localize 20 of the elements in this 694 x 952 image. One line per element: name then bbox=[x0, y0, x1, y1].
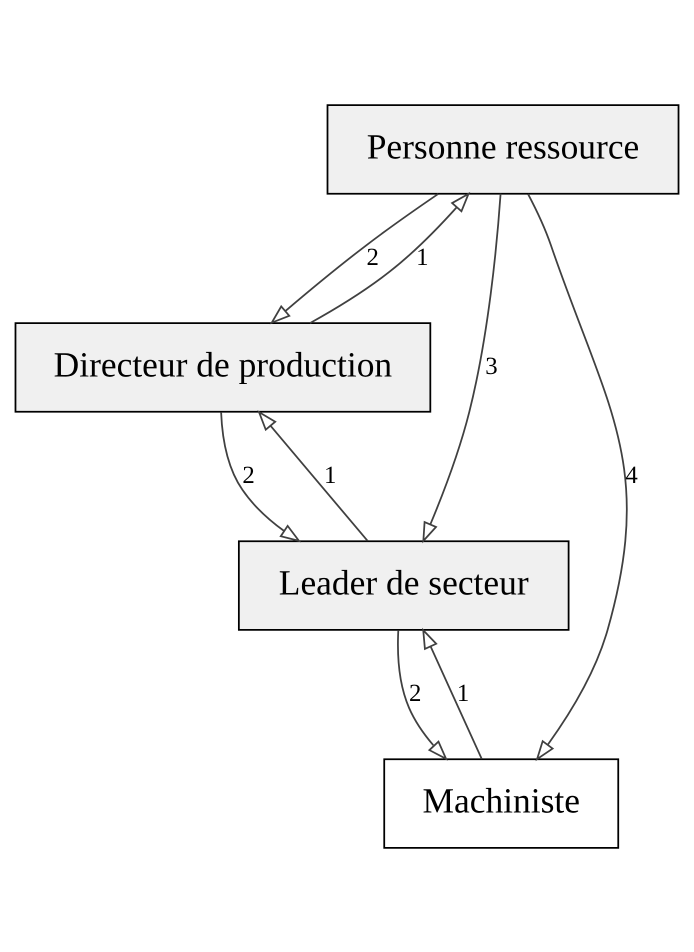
edge-label: 1 bbox=[456, 680, 470, 707]
edge-label: 2 bbox=[409, 680, 422, 707]
node-box: Leader de secteur bbox=[238, 540, 570, 630]
arrow bbox=[422, 627, 483, 759]
arrow bbox=[220, 412, 302, 542]
edge-label: 2 bbox=[366, 244, 379, 270]
arrow bbox=[397, 630, 448, 760]
node-box: Directeur de production bbox=[14, 322, 432, 412]
edge-label: 2 bbox=[242, 462, 255, 489]
edge-label: 4 bbox=[625, 462, 638, 489]
edge-label: 3 bbox=[485, 352, 498, 380]
node-box: Machiniste bbox=[383, 758, 620, 848]
arrow bbox=[310, 191, 470, 324]
arrow bbox=[270, 192, 439, 324]
arrow bbox=[527, 193, 628, 761]
edge-label: 1 bbox=[324, 462, 336, 489]
node-box: Personne ressource bbox=[326, 104, 680, 194]
edge-label: 1 bbox=[416, 244, 429, 270]
arrow bbox=[257, 410, 368, 542]
arrow bbox=[422, 193, 502, 543]
